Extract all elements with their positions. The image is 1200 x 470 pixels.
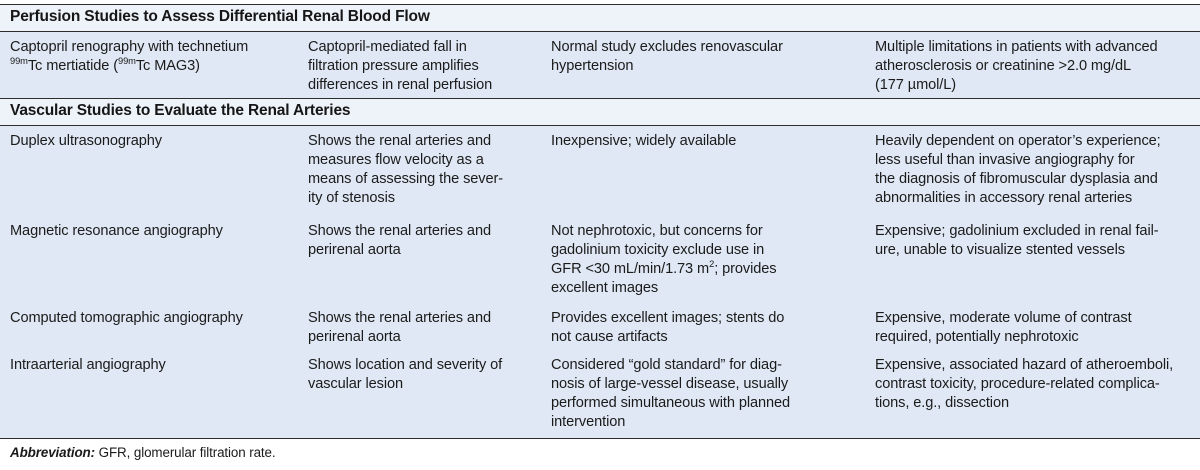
cell-limitations: Multiple limitations in patients with ad…: [875, 32, 1200, 98]
text-line: ure, unable to visualize stented vessels: [875, 241, 1125, 258]
text-line: Normal study excludes renovascular: [551, 38, 783, 55]
isotope-superscript: 99m: [10, 56, 28, 67]
cell-limitations: Expensive; gadolinium excluded in renal …: [875, 216, 1200, 303]
cell-test-name: Captopril renography with technetium 99m…: [0, 32, 308, 98]
cell-test-name: Computed tomographic angiography: [0, 303, 308, 350]
text-line: vascular lesion: [308, 375, 404, 392]
text-line: Computed tomographic angiography: [10, 309, 243, 326]
cell-advantages: Not nephrotoxic, but concerns for gadoli…: [551, 216, 875, 303]
top-spacer: [0, 0, 1200, 4]
table-row: Intraarterial angiography Shows location…: [0, 349, 1200, 438]
cell-limitations: Expensive, associated hazard of atheroem…: [875, 350, 1200, 438]
text-line: gadolinium toxicity exclude use in: [551, 241, 765, 258]
text-line: differences in renal perfusion: [308, 77, 493, 94]
text-line: excellent images: [551, 280, 659, 297]
squared-superscript: 2: [709, 259, 715, 270]
text-line: Captopril renography with technetium: [10, 38, 249, 55]
cell-principle: Shows location and severity of vascular …: [308, 350, 551, 438]
cell-test-name: Magnetic resonance angiography: [0, 216, 308, 303]
text-line: Intraarterial angiography: [10, 356, 166, 373]
text-line: perirenal aorta: [308, 328, 401, 345]
text-line: 99mTc mertiatide (99mTc MAG3): [10, 56, 200, 75]
footer-divider: [0, 437, 1200, 439]
text-line: Not nephrotoxic, but concerns for: [551, 222, 763, 239]
cell-test-name: Intraarterial angiography: [0, 350, 308, 438]
text-line: filtration pressure amplifies: [308, 58, 479, 75]
text-line: (177 µmol/L): [875, 77, 957, 94]
text-line: the diagnosis of fibromuscular dysplasia…: [875, 171, 1158, 188]
text-line: Shows the renal arteries and: [308, 222, 491, 239]
text-line: Magnetic resonance angiography: [10, 222, 223, 239]
text-line: intervention: [551, 414, 626, 431]
text-line: Shows the renal arteries and: [308, 309, 491, 326]
text-line: contrast toxicity, procedure-related com…: [875, 375, 1160, 392]
text-line: tions, e.g., dissection: [875, 395, 1009, 412]
text-line: Heavily dependent on operator’s experien…: [875, 132, 1161, 149]
section-body-perfusion-studies: Captopril renography with technetium 99m…: [0, 31, 1200, 98]
abbreviation-label: Abbreviation:: [10, 444, 96, 460]
text-line: Expensive, moderate volume of contrast: [875, 309, 1132, 326]
cell-advantages: Provides excellent images; stents do not…: [551, 303, 875, 350]
cell-principle: Shows the renal arteries and perirenal a…: [308, 303, 551, 350]
text-line: less useful than invasive angiography fo…: [875, 151, 1135, 168]
section-header-vascular-studies: Vascular Studies to Evaluate the Renal A…: [0, 97, 1200, 126]
text-line: nosis of large-vessel disease, usually: [551, 375, 789, 392]
section-header-perfusion-studies: Perfusion Studies to Assess Differential…: [0, 4, 1200, 32]
isotope-superscript: 99m: [118, 56, 136, 67]
cell-limitations: Heavily dependent on operator’s experien…: [875, 126, 1200, 216]
cell-principle: Captopril-mediated fall in filtration pr…: [308, 32, 551, 98]
cell-principle: Shows the renal arteries and measures fl…: [308, 126, 551, 216]
text-line: hypertension: [551, 58, 634, 75]
abbreviation-footnote: Abbreviation: GFR, glomerular filtration…: [0, 439, 1200, 460]
cell-advantages: Inexpensive; widely available: [551, 126, 875, 216]
text-line: ity of stenosis: [308, 190, 395, 207]
section-title: Perfusion Studies to Assess Differential…: [10, 8, 430, 25]
text-line: Captopril-mediated fall in: [308, 38, 467, 55]
text-line: required, potentially nephrotoxic: [875, 328, 1079, 345]
cell-advantages: Normal study excludes renovascular hyper…: [551, 32, 875, 98]
text-line: abnormalities in accessory renal arterie…: [875, 190, 1133, 207]
text-line: atherosclerosis or creatinine >2.0 mg/dL: [875, 58, 1131, 75]
table-row: Duplex ultrasonography Shows the renal a…: [0, 125, 1200, 216]
text-line: not cause artifacts: [551, 328, 668, 345]
table-row: Captopril renography with technetium 99m…: [0, 31, 1200, 98]
cell-advantages: Considered “gold standard” for diag- nos…: [551, 350, 875, 438]
text-line: GFR <30 mL/min/1.73 m2; provides: [551, 259, 777, 278]
text-line: Provides excellent images; stents do: [551, 309, 785, 326]
text-line: Shows location and severity of: [308, 356, 503, 373]
text-line: perirenal aorta: [308, 241, 401, 258]
abbreviation-text: GFR, glomerular filtration rate.: [95, 444, 276, 460]
section-title: Vascular Studies to Evaluate the Renal A…: [10, 101, 351, 119]
text-line: Expensive; gadolinium excluded in renal …: [875, 222, 1159, 239]
text-line: Duplex ultrasonography: [10, 132, 162, 149]
text-line: means of assessing the sever-: [308, 171, 504, 188]
text-line: Inexpensive; widely available: [551, 132, 737, 149]
table-row: Computed tomographic angiography Shows t…: [0, 302, 1200, 350]
text-line: measures flow velocity as a: [308, 151, 484, 168]
text-line: Expensive, associated hazard of atheroem…: [875, 356, 1174, 373]
cell-principle: Shows the renal arteries and perirenal a…: [308, 216, 551, 303]
text-line: Multiple limitations in patients with ad…: [875, 38, 1158, 55]
section-body-vascular-studies: Duplex ultrasonography Shows the renal a…: [0, 125, 1200, 438]
cell-limitations: Expensive, moderate volume of contrast r…: [875, 303, 1200, 350]
cell-test-name: Duplex ultrasonography: [0, 126, 308, 216]
text-line: performed simultaneous with planned: [551, 395, 791, 412]
text-line: Shows the renal arteries and: [308, 132, 491, 149]
table-row: Magnetic resonance angiography Shows the…: [0, 215, 1200, 303]
text-line: Considered “gold standard” for diag-: [551, 356, 782, 373]
